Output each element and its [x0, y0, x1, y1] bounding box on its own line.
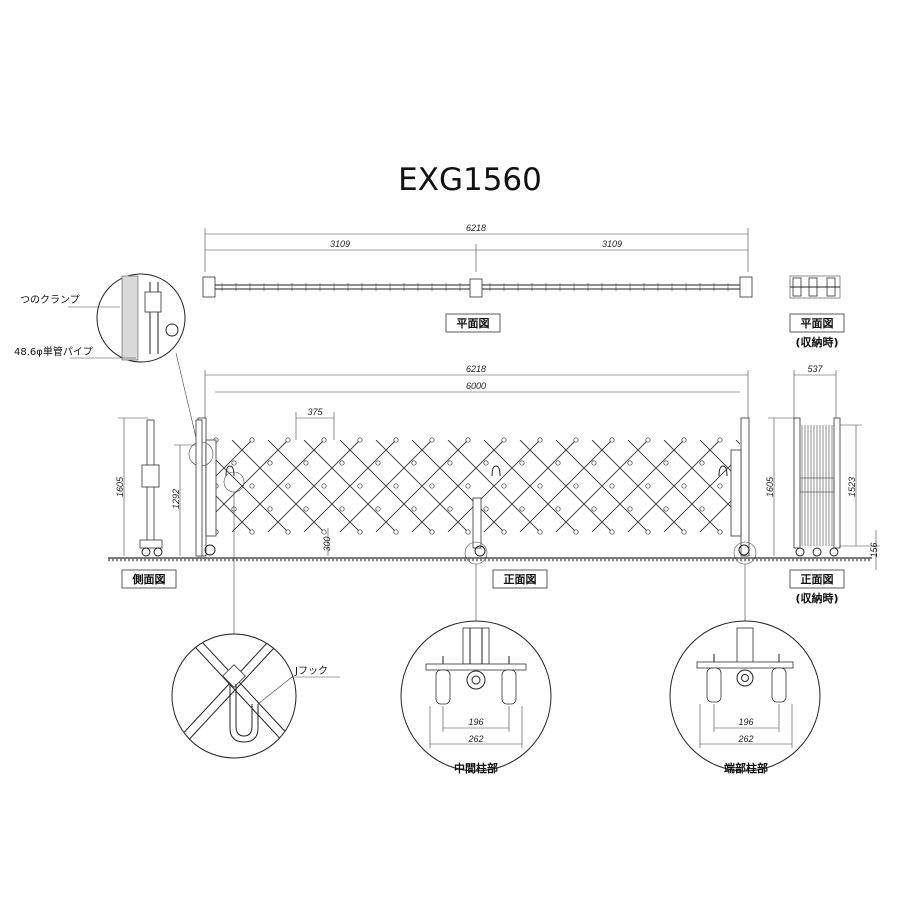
end-post-detail: 196 262 端部柱部	[669, 564, 821, 775]
front-view-label: 正面図	[504, 572, 537, 586]
plan-view: 6218 3109 3109 平面図	[202, 223, 753, 333]
side-view-label: 側面図	[132, 572, 166, 586]
plan-stored-view: 平面図 (収納時)	[789, 275, 845, 349]
stored-front-label: 正面図	[801, 572, 834, 586]
stored-front-sub: (収納時)	[795, 591, 838, 605]
stored-inner-dim: 1523	[847, 477, 857, 497]
drawing-title: EXG1560	[398, 162, 542, 198]
front-inner-dim: 6000	[466, 381, 486, 391]
stored-width-dim: 537	[807, 364, 823, 374]
plan-right-dim: 3109	[602, 239, 622, 249]
side-clamp-dim: 1292	[171, 489, 181, 509]
plan-view-label: 平面図	[457, 316, 490, 330]
side-view: 1605 1292 側面図	[115, 417, 203, 589]
clamp-callout: つのクランプ	[20, 294, 80, 306]
front-pitch-dim: 375	[307, 407, 323, 417]
stored-front-view: 537 1605 1523 156 正面図 (収納時)	[765, 364, 880, 605]
plan-left-dim: 3109	[330, 239, 350, 249]
middle-inner-dim: 196	[468, 717, 483, 727]
plan-stored-label: 平面図	[801, 316, 834, 330]
gate-lattice	[213, 437, 741, 535]
jhook-callout: Jフック	[294, 665, 328, 677]
end-post-label: 端部柱部	[724, 761, 768, 775]
front-wheel-dim: 300	[322, 536, 332, 551]
stored-height-dim: 1605	[765, 476, 775, 497]
end-inner-dim: 196	[738, 717, 753, 727]
front-total-dim: 6218	[466, 364, 486, 374]
middle-post-label: 中間柱部	[454, 761, 498, 775]
stored-base-dim: 156	[869, 542, 879, 557]
middle-outer-dim: 262	[467, 734, 483, 744]
side-height-dim: 1605	[115, 476, 125, 497]
end-outer-dim: 262	[737, 734, 753, 744]
clamp-detail: つのクランプ 48.6φ単管パイプ	[14, 273, 200, 451]
front-view: 6218 6000 375 300 正面図	[108, 364, 872, 589]
plan-total-dim: 6218	[466, 223, 486, 233]
plan-stored-sub: (収納時)	[795, 335, 838, 349]
pipe-callout: 48.6φ単管パイプ	[14, 345, 93, 358]
middle-post-detail: 196 262 中間柱部	[400, 564, 552, 775]
